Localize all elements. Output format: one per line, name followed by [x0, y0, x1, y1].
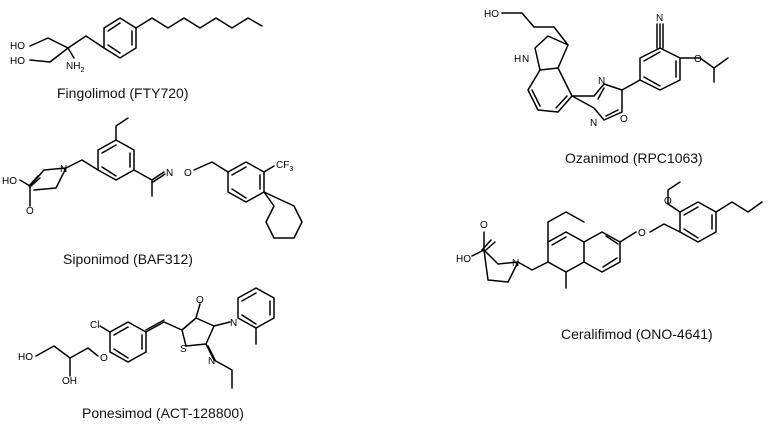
fingolimod-ho-bottom: HO: [10, 56, 25, 67]
siponimod-structure: HO O N N O CF3 Siponimod (BAF312): [2, 117, 303, 267]
ceralifimod-azetidine-n: N: [512, 258, 519, 269]
siponimod-cf3: CF3: [276, 160, 293, 173]
ponesimod-ho: HO: [18, 352, 33, 363]
ponesimod-ring-s: S: [180, 344, 187, 355]
ceralifimod-structure: HO O N O O Ceralifimod (ONO-4641): [456, 181, 763, 342]
ceralifimod-ether-o2: O: [664, 196, 672, 207]
ozanimod-ring-n1: N: [590, 118, 597, 129]
ponesimod-ether-o: O: [100, 353, 108, 364]
ponesimod-cl: Cl: [90, 320, 99, 331]
ponesimod-oh: OH: [62, 376, 77, 387]
siponimod-ho: HO: [2, 176, 17, 187]
ponesimod-caption: Ponesimod (ACT-128800): [82, 405, 244, 421]
ponesimod-structure: HO OH O Cl O N S N Ponesimod (ACT-128800…: [18, 287, 275, 421]
ozanimod-caption: Ozanimod (RPC1063): [565, 150, 703, 166]
ponesimod-carbonyl-o: O: [196, 295, 204, 306]
fingolimod-ho-top: HO: [10, 41, 25, 52]
siponimod-caption: Siponimod (BAF312): [63, 251, 193, 267]
fingolimod-caption: Fingolimod (FTY720): [57, 85, 189, 101]
ceralifimod-caption: Ceralifimod (ONO-4641): [561, 326, 713, 342]
ozanimod-ring-n2: N: [598, 76, 605, 87]
ozanimod-ether-o: O: [694, 54, 702, 65]
fingolimod-nh2: NH2: [66, 61, 84, 74]
ponesimod-ring-n: N: [230, 318, 237, 329]
ozanimod-h: H: [514, 54, 521, 65]
siponimod-oxime-o: O: [184, 168, 192, 179]
ozanimod-ring-o: O: [620, 114, 628, 125]
ozanimod-n-amine: N: [522, 54, 529, 65]
siponimod-oxime-n: N: [166, 168, 173, 179]
fingolimod-structure: HO HO NH2 Fingolimod (FTY720): [10, 17, 263, 101]
ozanimod-ho: HO: [484, 9, 499, 20]
ozanimod-n-nitrile: N: [656, 13, 663, 24]
siponimod-carbonyl-o: O: [26, 206, 34, 217]
ponesimod-imine-n: N: [208, 356, 215, 367]
ceralifimod-ho: HO: [456, 254, 471, 265]
ceralifimod-carbonyl-o: O: [480, 220, 488, 231]
siponimod-azetidine-n: N: [60, 164, 67, 175]
ozanimod-structure: HO H N N N N O O Ozanimod (RPC1063): [484, 9, 729, 166]
ceralifimod-ether-o1: O: [638, 228, 646, 239]
